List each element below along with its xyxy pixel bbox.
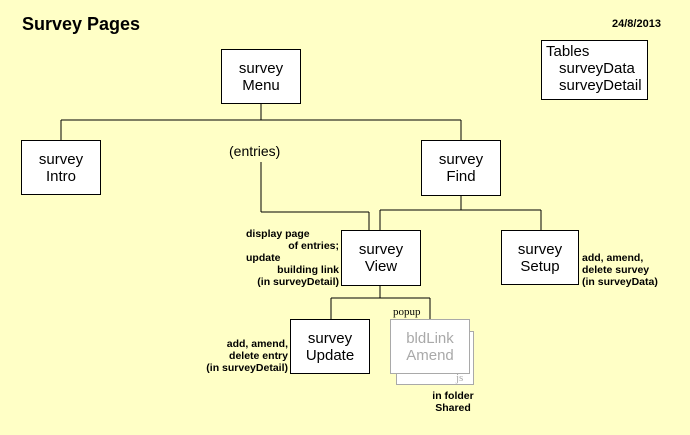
- setup-note-line3: (in surveyData): [582, 276, 658, 288]
- view-note-line3: update: [246, 252, 281, 264]
- update-note: add, amend, delete entry (in surveyDetai…: [180, 338, 288, 374]
- bldlink-amend-line2: Amend: [406, 346, 454, 364]
- view-note-line5: (in surveyDetail): [257, 276, 339, 288]
- shared-note: in folder Shared: [420, 390, 486, 414]
- survey-intro-line2: Intro: [45, 167, 76, 185]
- update-note-line3: (in surveyDetail): [206, 362, 288, 374]
- table-item-surveydetail: surveyDetail: [559, 77, 642, 94]
- survey-update-box: survey Update: [290, 319, 370, 374]
- survey-intro-line1: survey: [38, 150, 84, 168]
- entries-label: (entries): [229, 143, 281, 159]
- survey-setup-line2: Setup: [520, 257, 560, 275]
- view-note-line4: building link: [277, 264, 339, 276]
- survey-setup-line1: survey: [517, 240, 563, 258]
- survey-find-box: survey Find: [421, 140, 501, 196]
- shared-note-line2: Shared: [435, 402, 471, 414]
- survey-menu-box: survey Menu: [221, 49, 301, 104]
- survey-find-line2: Find: [446, 168, 476, 185]
- survey-view-line1: survey: [358, 241, 404, 258]
- survey-menu-line1: survey: [238, 59, 284, 77]
- js-label: js: [456, 372, 464, 384]
- bldlink-amend-box: bldLink Amend: [390, 319, 470, 374]
- survey-update-line2: Update: [305, 346, 355, 364]
- setup-note-line2: delete survey: [582, 264, 650, 276]
- shared-note-line1: in folder: [432, 390, 474, 402]
- tables-box: Tables surveyData surveyDetail: [541, 40, 648, 100]
- survey-intro-box: survey Intro: [21, 140, 101, 195]
- setup-note: add, amend, delete survey (in surveyData…: [582, 252, 658, 288]
- view-note: display page of entries; update building…: [230, 228, 339, 288]
- table-item-surveydata: surveyData: [559, 60, 635, 77]
- setup-note-line1: add, amend,: [582, 252, 644, 264]
- view-note-line2: of entries;: [288, 240, 339, 252]
- tables-heading: Tables: [546, 43, 590, 60]
- survey-view-line2: View: [364, 258, 398, 275]
- survey-view-box: survey View: [341, 230, 421, 286]
- update-note-line2: delete entry: [229, 350, 288, 362]
- page-title: Survey Pages: [22, 14, 141, 34]
- survey-update-line1: survey: [307, 329, 353, 347]
- popup-label: popup: [393, 306, 421, 318]
- bldlink-amend-line1: bldLink: [406, 329, 454, 347]
- survey-setup-box: survey Setup: [501, 230, 579, 285]
- survey-menu-line2: Menu: [242, 76, 280, 94]
- date-label: 24/8/2013: [612, 18, 661, 30]
- update-note-line1: add, amend,: [226, 338, 288, 350]
- view-note-line1: display page: [246, 228, 310, 240]
- survey-find-line1: survey: [438, 151, 484, 168]
